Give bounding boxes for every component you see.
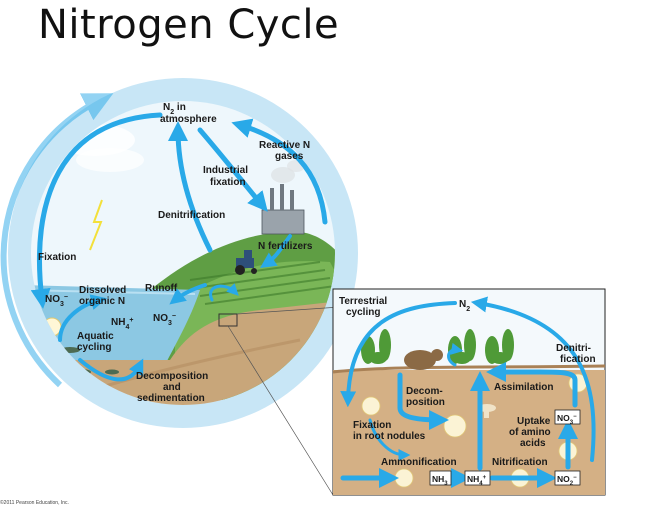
inset-label-of-amino: of amino [509,427,551,438]
label-n2-atmosphere: N2 in [163,102,186,116]
main-scene: N2 in atmosphere Reactive N gases Indust… [0,78,358,428]
slide-title: Nitrogen Cycle [38,2,340,48]
inset-label-fication: fication [560,354,596,365]
label-no3-land: NO3− [153,313,176,327]
inset-label-nitrification: Nitrification [492,457,548,468]
fertilizer-arrow [260,234,292,268]
label-fixation: Fixation [38,252,76,263]
denitrification-arrow [168,121,213,253]
assimilation-arrow [486,362,578,408]
nh4-box [464,470,491,486]
inset-label-denitri: Denitri- [556,343,591,354]
plants [361,329,514,364]
inset-label-assimilation: Assimilation [494,382,553,393]
inset-label-cycling: cycling [346,307,380,318]
inset-label-uptake: Uptake [517,416,551,427]
inset-label-position: position [406,397,445,408]
label-no3-water: NO3− [45,294,68,308]
nodule-arrow [368,418,411,461]
inset-label-fixation: Fixation [353,420,391,431]
label-industrial: Industrial [203,165,248,176]
label-sedimentation: sedimentation [137,393,205,404]
terrestrial-inset: NH3 NH4+ NO2− NO3− Terrestrial cycling N… [332,288,606,496]
lightning [89,199,103,251]
label-dissolved: Dissolved [79,285,126,296]
inset-label-acids: acids [520,438,546,449]
label-gases: gases [275,151,304,162]
tractor [235,250,257,275]
inset-label-root-nodules: in root nodules [353,431,426,442]
no3-box-label: NO3− [557,413,577,426]
label-n-fertilizers: N fertilizers [258,241,313,252]
nh3-box-label: NH3 [432,474,448,487]
aquatic-arrow [78,358,144,382]
nh4-box-label: NH4+ [467,474,487,487]
factory [261,160,305,235]
aquatic-loop-arrow [58,294,107,342]
terrestrial-loop-arrow [209,283,239,302]
main-arrows [30,112,328,382]
label-reactive-n: Reactive N [259,140,310,151]
label-atmosphere: atmosphere [160,114,217,125]
label-runoff: Runoff [145,283,178,294]
decomposition-arrow [397,372,449,430]
label-decomposition: Decomposition [136,371,208,382]
label-denitrification: Denitrification [158,210,225,221]
copyright-credit: ©2011 Pearson Education, Inc. [0,500,69,506]
gopher [404,350,436,370]
inset-label-decom: Decom- [406,386,443,397]
plant-loop-arrow [447,342,464,367]
label-fixation-industrial: fixation [210,177,246,188]
label-organic-n: organic N [79,296,125,307]
label-nh4-water: NH4+ [111,317,133,331]
inset-label-terrestrial: Terrestrial [339,296,387,307]
denitri-arrow [470,296,596,462]
inset-label-n2: N2 [459,299,470,313]
fixation-nodule-arrow [340,301,457,408]
label-and: and [163,382,181,393]
runoff-arrow [169,283,207,305]
water-body [31,285,200,365]
fixation-arrow [30,112,163,309]
label-cycling: cycling [77,342,111,353]
no2-box [554,470,581,486]
inset-arrows [340,296,596,488]
label-aquatic: Aquatic [77,331,114,342]
no2-box-label: NO2− [557,474,577,487]
inset-label-ammonification: Ammonification [381,457,457,468]
no3-box [554,409,581,425]
industrial-fixation-arrow [197,127,268,212]
reactive-n-arrow [231,118,328,225]
nh3-box [429,470,452,486]
